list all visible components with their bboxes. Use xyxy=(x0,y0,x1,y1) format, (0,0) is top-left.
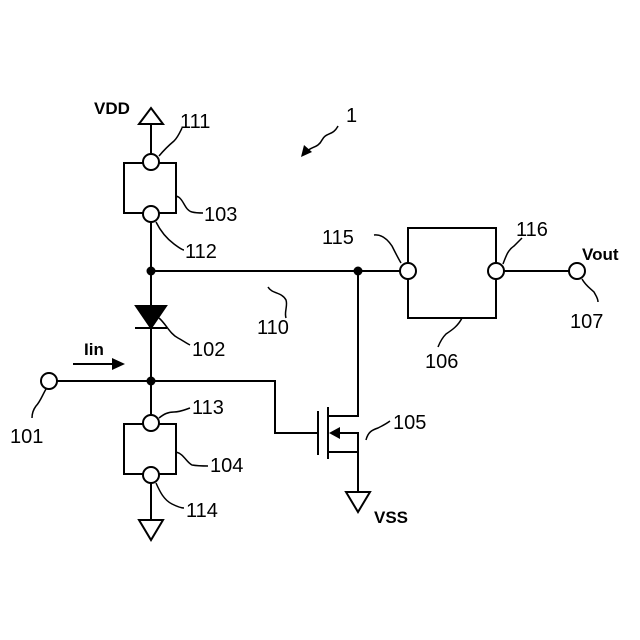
label-104: 104 xyxy=(210,455,243,477)
vout-label: Vout xyxy=(582,245,619,264)
iin-arrowhead xyxy=(112,358,125,370)
figure-ref-leader xyxy=(306,126,338,152)
leader-101 xyxy=(32,389,46,418)
terminal-116 xyxy=(488,263,504,279)
terminal-113 xyxy=(143,415,159,431)
leader-105 xyxy=(366,421,390,440)
label-103: 103 xyxy=(204,204,237,226)
leader-113 xyxy=(159,408,190,418)
leader-116 xyxy=(503,238,522,264)
label-115: 115 xyxy=(322,227,354,249)
leader-112 xyxy=(156,222,184,250)
terminal-111 xyxy=(143,154,159,170)
leader-102 xyxy=(159,318,190,345)
terminal-107 xyxy=(569,263,585,279)
vdd-label: VDD xyxy=(94,99,130,118)
label-116: 116 xyxy=(516,219,548,241)
label-106: 106 xyxy=(425,351,458,373)
label-105: 105 xyxy=(393,412,426,434)
label-112: 112 xyxy=(185,241,217,263)
label-111: 111 xyxy=(180,111,210,133)
transistor-105-body-arrow xyxy=(329,427,340,439)
vss-label: VSS xyxy=(374,508,408,527)
label-110: 110 xyxy=(257,317,289,339)
label-101: 101 xyxy=(10,426,43,448)
diode-102 xyxy=(136,306,166,328)
terminal-115 xyxy=(400,263,416,279)
figure-ref-arrowhead xyxy=(301,145,312,157)
label-102: 102 xyxy=(192,339,225,361)
leader-111 xyxy=(159,128,182,156)
leader-115 xyxy=(374,235,401,263)
label-107: 107 xyxy=(570,311,603,333)
vss-symbol xyxy=(346,492,370,512)
leader-104 xyxy=(176,452,208,466)
figure-ref-label: 1 xyxy=(346,105,357,127)
label-113: 113 xyxy=(192,397,224,419)
leader-110 xyxy=(268,287,287,318)
ground-symbol xyxy=(139,520,163,540)
leader-107 xyxy=(582,279,598,302)
vdd-symbol xyxy=(139,108,163,124)
label-114: 114 xyxy=(186,500,218,522)
terminal-114 xyxy=(143,467,159,483)
terminal-112 xyxy=(143,206,159,222)
leader-114 xyxy=(156,483,184,508)
iin-label: Iin xyxy=(84,340,104,359)
leader-106 xyxy=(438,318,462,347)
leader-103 xyxy=(176,196,203,213)
terminal-101 xyxy=(41,373,57,389)
circuit-block-106 xyxy=(408,228,496,318)
